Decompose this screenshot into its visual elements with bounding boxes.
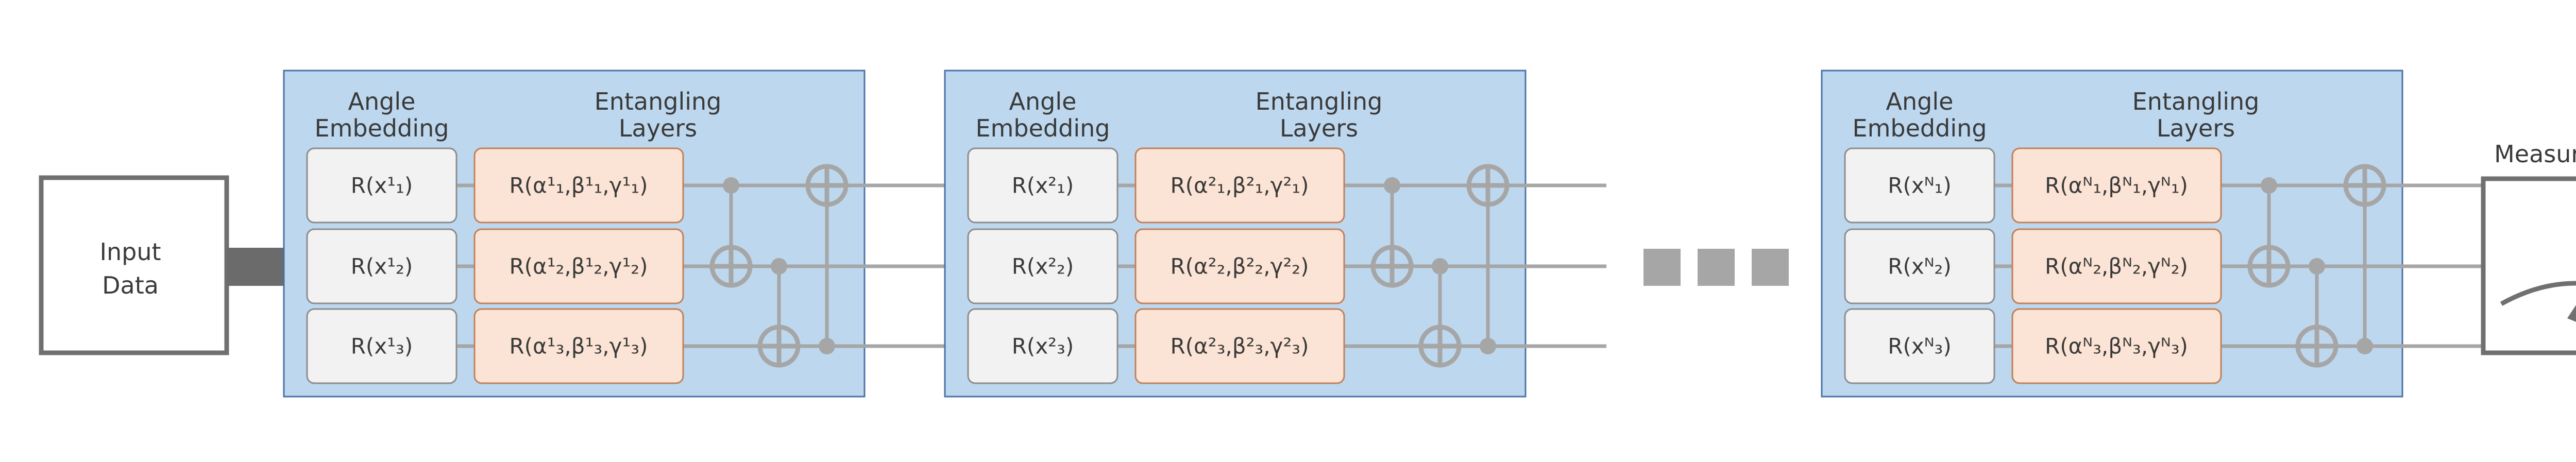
rotation-gate <box>2011 308 2222 384</box>
ellipsis-dot-2 <box>1698 249 1735 286</box>
cnot-control-dot-3 <box>1480 338 1496 354</box>
embedding-gate <box>306 308 457 384</box>
circuit-blocks: AngleEmbeddingEntanglingLayersR(x¹₁)R(x¹… <box>283 70 2483 398</box>
embedding-gate <box>1844 308 1995 384</box>
rotation-gate <box>2011 228 2222 304</box>
cnot-control-dot-3 <box>2357 338 2373 354</box>
meter-needle <box>2567 305 2576 322</box>
rotation-gate <box>1134 228 1345 304</box>
input-connector <box>227 248 284 286</box>
angle-embedding-header-line1: Angle <box>1886 88 1954 115</box>
rotation-gate <box>2011 147 2222 224</box>
rotation-gate <box>473 308 684 384</box>
input-data-label-line1: Input <box>99 238 161 266</box>
entangling-layers-header-line2: Layers <box>1280 114 1358 142</box>
angle-embedding-header-line2: Embedding <box>1853 114 1987 142</box>
cnot-control-dot-2 <box>2309 258 2325 275</box>
angle-embedding-header-line2: Embedding <box>315 114 449 142</box>
cnot-control-dot-1 <box>1384 177 1400 194</box>
rotation-gate <box>1134 147 1345 224</box>
embedding-gate <box>967 147 1118 224</box>
rotation-gate-label: R(αᴺ₁,βᴺ₁,γᴺ₁) <box>2045 173 2188 198</box>
rotation-gate-label: R(αᴺ₂,βᴺ₂,γᴺ₂) <box>2045 254 2188 279</box>
cnot-control-dot-3 <box>819 338 835 354</box>
cnot-control-dot-1 <box>2261 177 2277 194</box>
rotation-gate <box>1134 308 1345 384</box>
measurement-label: Measurement <box>2494 140 2576 168</box>
rotation-gate-label: R(α²₁,β²₁,γ²₁) <box>1170 173 1309 198</box>
input-data-box <box>39 175 229 355</box>
meter-arc <box>2500 281 2576 306</box>
rotation-gate-label: R(α²₂,β²₂,γ²₂) <box>1170 254 1309 279</box>
embedding-gate-label: R(x²₂) <box>1012 254 1074 279</box>
entangling-layers-header-line1: Entangling <box>595 88 722 115</box>
input-data-label-line2: Data <box>102 271 159 299</box>
rotation-gate <box>473 147 684 224</box>
embedding-gate <box>306 228 457 304</box>
angle-embedding-header-line1: Angle <box>1009 88 1077 115</box>
embedding-gate-label: R(xᴺ₃) <box>1888 334 1951 359</box>
embedding-gate <box>1844 147 1995 224</box>
rotation-gate-label: R(α¹₃,β¹₃,γ¹₃) <box>509 334 648 359</box>
embedding-gate-label: R(x²₁) <box>1012 173 1074 198</box>
embedding-gate-label: R(xᴺ₁) <box>1888 173 1951 198</box>
embedding-gate-label: R(x¹₃) <box>351 334 413 359</box>
rotation-gate-label: R(α¹₂,β¹₂,γ¹₂) <box>509 254 648 279</box>
embedding-gate-label: R(x²₃) <box>1012 334 1074 359</box>
measurement-box <box>2481 176 2576 355</box>
entangling-layers-header-line1: Entangling <box>2132 88 2260 115</box>
embedding-gate-label: R(xᴺ₂) <box>1888 254 1951 279</box>
rotation-gate-label: R(α¹₁,β¹₁,γ¹₁) <box>509 173 648 198</box>
angle-embedding-header-line1: Angle <box>348 88 416 115</box>
embedding-gate <box>306 147 457 224</box>
entangling-layers-header-line1: Entangling <box>1256 88 1383 115</box>
embedding-gate <box>967 228 1118 304</box>
cnot-control-dot-1 <box>723 177 739 194</box>
rotation-gate <box>473 228 684 304</box>
cnot-control-dot-2 <box>1432 258 1448 275</box>
entangling-layers-header-line2: Layers <box>619 114 697 142</box>
angle-embedding-header-line2: Embedding <box>976 114 1110 142</box>
entangling-layers-header-line2: Layers <box>2157 114 2235 142</box>
embedding-gate <box>967 308 1118 384</box>
rotation-gate-label: R(αᴺ₃,βᴺ₃,γᴺ₃) <box>2045 334 2188 359</box>
ellipsis-dot-1 <box>1643 249 1681 286</box>
cnot-control-dot-2 <box>771 258 787 275</box>
rotation-gate-label: R(α²₃,β²₃,γ²₃) <box>1170 334 1309 359</box>
embedding-gate-label: R(x¹₂) <box>351 254 413 279</box>
embedding-gate <box>1844 228 1995 304</box>
ellipsis-dot-3 <box>1752 249 1789 286</box>
embedding-gate-label: R(x¹₁) <box>351 173 413 198</box>
